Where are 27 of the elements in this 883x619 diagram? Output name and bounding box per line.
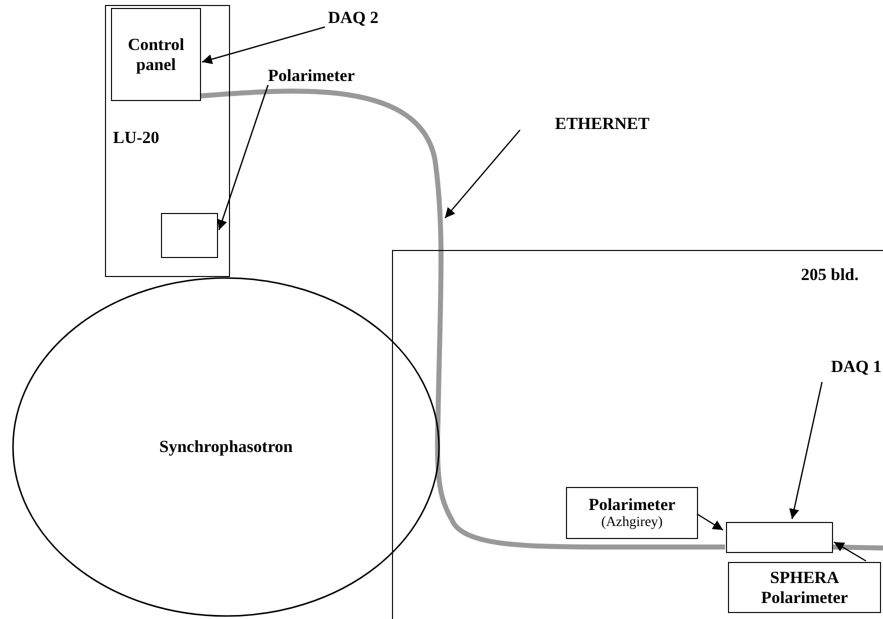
polarimeter-box: [728, 562, 881, 613]
callout-label: ETHERNET: [555, 114, 650, 134]
box-label: LU-20: [113, 128, 160, 148]
box-label: 205 bld.: [801, 265, 859, 285]
ring-ellipse: [12, 277, 440, 617]
box-label: Polarimeter: [588, 495, 676, 515]
ring-label: Synchrophasotron: [159, 437, 293, 457]
panel-box: [111, 8, 201, 101]
leader-arrow: [696, 513, 724, 531]
detector-box: [161, 213, 218, 258]
box-label: Control panel: [126, 34, 186, 74]
polarimeter-box: [566, 487, 698, 539]
leader-arrow: [789, 382, 823, 520]
daq-box: [726, 522, 833, 553]
leader-arrow: [444, 130, 520, 218]
linac-box: [105, 5, 230, 277]
box-label: SPHERA Polarimeter: [760, 568, 849, 608]
callout-label: DAQ 2: [328, 8, 379, 28]
leader-arrow: [217, 84, 269, 230]
leader-arrow: [834, 541, 866, 562]
callout-label: DAQ 1: [831, 357, 882, 377]
sub-label: (Azhgirey): [601, 515, 663, 531]
cable-line: [832, 544, 883, 550]
callout-label: Polarimeter: [268, 66, 355, 86]
leader-arrow: [202, 26, 326, 64]
building-outline: [392, 250, 883, 619]
cable-line: [200, 88, 725, 550]
